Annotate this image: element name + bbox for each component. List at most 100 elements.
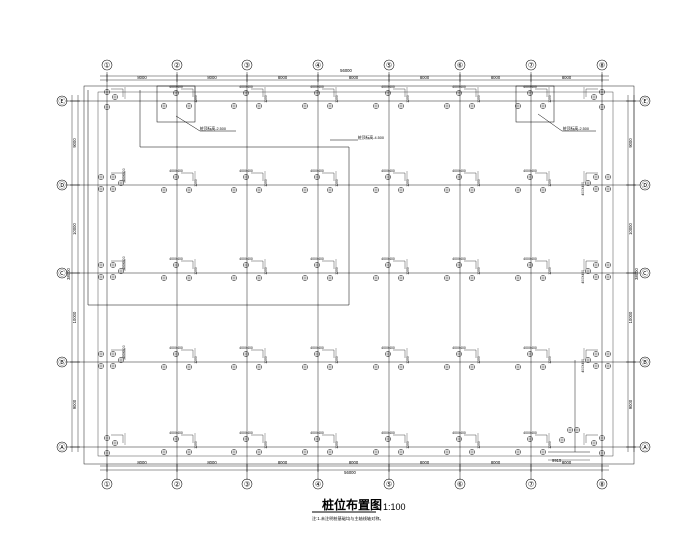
axis-bubble-bottom: [171, 478, 183, 490]
pile-size-label: 400X400: [381, 346, 395, 350]
axis-label-bottom: ③: [244, 481, 250, 489]
pile-offset-label: 1200: [194, 267, 198, 275]
axis-label-top: ⑤: [386, 62, 392, 70]
dim-text-top: 8000: [349, 75, 359, 80]
pile-size-label: 400X400: [452, 257, 466, 261]
axis-bubble-left: [56, 356, 68, 368]
pile-offset-label: 1200: [194, 95, 198, 103]
total-width-dimension-bottom: 56000: [344, 470, 356, 475]
pile-offset-label: 1200: [335, 179, 339, 187]
leader-line: [537, 113, 563, 132]
pile-cap-bracket: [181, 260, 194, 269]
dim-text-top: 8000: [491, 75, 501, 80]
pile-cap-bracket: [585, 172, 598, 181]
pile-top-elevation-c: 桩顶标高-2.500: [563, 126, 589, 131]
pile-size-label: 400X400: [239, 257, 253, 261]
pile-offset-label: 1200: [264, 356, 268, 364]
pile-cap-bracket: [535, 434, 548, 443]
pile-offset-label: 1200: [548, 179, 552, 187]
pile-cap-bracket: [181, 349, 194, 358]
axis-label-left: Ⓒ: [59, 270, 66, 278]
pile-cap-bracket: [181, 88, 194, 97]
axis-label-left: Ⓔ: [59, 98, 66, 106]
pile-cap-bracket: [464, 349, 477, 358]
pile-size-label: 400X400: [122, 256, 126, 270]
pile-cap-bracket: [251, 88, 264, 97]
dim-text-left-total: 38000: [66, 268, 71, 280]
pile-cap-bracket: [322, 88, 335, 97]
pile-size-label: 400X400: [381, 169, 395, 173]
pile-size-label: 400X400: [381, 257, 395, 261]
pile-offset-label: 1200: [548, 267, 552, 275]
pile-cap-bracket: [111, 434, 124, 443]
pile-cap-bracket: [111, 88, 124, 97]
drawing-lines: [56, 59, 651, 490]
pile-cap-bracket: [464, 260, 477, 269]
inner-frame: [97, 91, 614, 457]
axis-bubble-bottom: [312, 478, 324, 490]
dim-text-left: 10000: [72, 311, 77, 323]
pile-size-label: 400X400: [452, 346, 466, 350]
pile-size-label: 400X400: [452, 169, 466, 173]
pile-size-label: 400X400: [523, 346, 537, 350]
pile-top-elevation-b: 桩顶标高-4.500: [358, 135, 384, 140]
pile-size-label: 400X400: [169, 85, 183, 89]
pile-cap-bracket: [585, 260, 598, 269]
dim-text-top: 8000: [562, 75, 572, 80]
pile-cap-bracket: [251, 349, 264, 358]
elevation-zone-box-c: [515, 85, 555, 123]
pile-cap-bracket: [535, 349, 548, 358]
pile-size-label: 400X400: [239, 346, 253, 350]
pile-offset-label: 1200: [548, 356, 552, 364]
pile-cap-bracket: [464, 88, 477, 97]
axis-bubble-right: [639, 95, 651, 107]
axis-bubble-right: [639, 267, 651, 279]
dim-text-right: 9000: [628, 138, 633, 148]
pile-cap-bracket: [393, 172, 406, 181]
axis-bubble-top: [312, 59, 324, 71]
axis-label-top: ①: [104, 62, 110, 70]
pile-size-label: 400X400: [239, 85, 253, 89]
pile-cap-bracket: [322, 172, 335, 181]
pile-offset-label: 1200: [548, 441, 552, 449]
axis-label-top: ⑥: [457, 62, 463, 70]
pile-offset-label: 1200: [477, 441, 481, 449]
pile-cap-bracket: [393, 434, 406, 443]
pile-cap-bracket: [393, 349, 406, 358]
pile-offset-label: 1200: [406, 95, 410, 103]
axis-bubble-bottom: [525, 478, 537, 490]
pile-offset-label: 1200: [264, 95, 268, 103]
pile-cap-bracket: [251, 260, 264, 269]
pile-offset-label: 1200: [335, 356, 339, 364]
dim-text-bottom: 8000: [207, 460, 217, 465]
pile-offset-label: 1200: [477, 179, 481, 187]
pile-offset-label: 1200: [548, 95, 552, 103]
pile-cap-bracket: [111, 172, 124, 181]
axis-label-bottom: ②: [174, 481, 180, 489]
pile-offset-label: 1200: [264, 179, 268, 187]
pile-size-label: 400X400: [122, 168, 126, 182]
dim-text-bottom: 8000: [420, 460, 430, 465]
pile-offset-label: 1200: [335, 441, 339, 449]
pile-offset-label: 1200: [264, 441, 268, 449]
pile-offset-label: 1200: [194, 441, 198, 449]
axis-bubble-top: [171, 59, 183, 71]
pile-size-label: 400X400: [581, 182, 585, 196]
axis-bubble-bottom: [596, 478, 608, 490]
axis-bubble-right: [639, 356, 651, 368]
axis-label-top: ②: [174, 62, 180, 70]
pile-offset-label: 1200: [335, 267, 339, 275]
pile-cap-bracket: [393, 88, 406, 97]
axis-bubble-bottom: [383, 478, 395, 490]
pile-offset-label: 1200: [406, 356, 410, 364]
pile-cap-bracket: [535, 88, 548, 97]
axis-label-left: Ⓑ: [59, 359, 66, 367]
pile-size-label: 400X400: [381, 85, 395, 89]
elevation-zone-box-a: [156, 85, 196, 123]
axis-label-top: ⑧: [599, 62, 605, 70]
pile-offset-label: 1200: [335, 95, 339, 103]
axis-bubble-top: [383, 59, 395, 71]
pile-cap-bracket: [585, 88, 598, 97]
axis-bubble-left: [56, 441, 68, 453]
